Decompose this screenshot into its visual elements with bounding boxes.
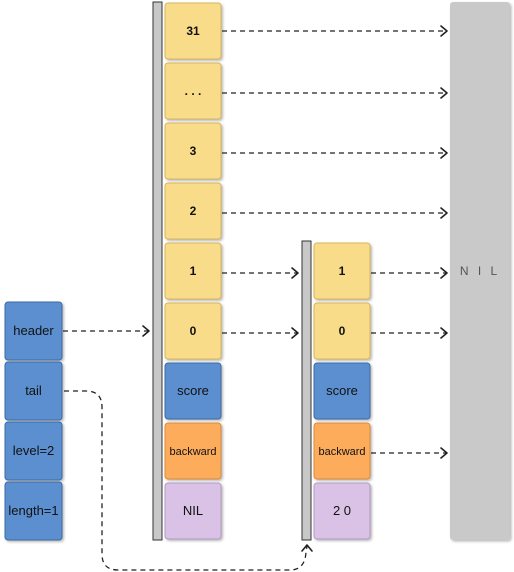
header-level-2-label: 2 <box>190 204 197 218</box>
header-level-0: 0 <box>164 302 222 360</box>
data-node: 1 0 score backward 2 0 <box>301 240 371 541</box>
header-obj: NIL <box>164 482 222 540</box>
header-level-2: 2 <box>164 182 222 240</box>
node-backward: backward <box>313 422 371 480</box>
pointer-arrows <box>63 25 448 571</box>
node-level-1: 1 <box>313 242 371 300</box>
header-level-0-label: 0 <box>190 324 197 338</box>
header-score-label: score <box>177 383 209 398</box>
header-level-31: 31 <box>164 2 222 60</box>
node-l1-to-nil-arrow <box>371 267 448 279</box>
backward-to-nil-arrow <box>371 447 448 459</box>
level-label: level=2 <box>13 443 55 458</box>
node-backward-label: backward <box>318 446 365 458</box>
tail-to-node-arrow <box>64 390 313 571</box>
node-level-0-label: 0 <box>339 324 346 338</box>
skiplist-struct: header tail level=2 length=1 <box>4 301 63 541</box>
level-field: level=2 <box>4 421 63 481</box>
header-field: header <box>4 301 63 361</box>
tail-label: tail <box>25 383 42 398</box>
data-node-bar <box>301 240 312 541</box>
header-label: header <box>13 323 54 338</box>
l0-to-node-arrow <box>222 327 299 339</box>
header-level-1-label: 1 <box>190 264 197 278</box>
l31-to-nil-arrow <box>222 25 448 37</box>
l3-to-nil-arrow <box>222 147 448 159</box>
node-score: score <box>313 362 371 420</box>
node-score-label: score <box>326 383 358 398</box>
header-obj-label: NIL <box>183 503 203 518</box>
header-level-3-label: 3 <box>190 144 197 158</box>
tail-field: tail <box>4 361 63 421</box>
length-field: length=1 <box>4 481 63 541</box>
header-node: 31 . . . 3 2 1 0 score backward <box>152 1 222 541</box>
node-level-1-label: 1 <box>339 264 346 278</box>
header-to-header-node-arrow <box>63 325 150 337</box>
length-label: length=1 <box>8 503 58 518</box>
nil-column: N I L <box>450 2 510 540</box>
header-level-ellipsis: . . . <box>164 62 222 120</box>
header-level-1: 1 <box>164 242 222 300</box>
header-node-bar <box>152 1 163 541</box>
l2-to-nil-arrow <box>222 207 448 219</box>
header-backward-label: backward <box>169 446 216 458</box>
header-level-31-label: 31 <box>186 24 200 38</box>
header-level-ellipsis-label: . . . <box>185 84 202 98</box>
node-l0-to-nil-arrow <box>371 327 448 339</box>
header-level-3: 3 <box>164 122 222 180</box>
l1-to-node-arrow <box>222 267 299 279</box>
node-obj: 2 0 <box>313 482 371 540</box>
node-level-0: 0 <box>313 302 371 360</box>
node-obj-label: 2 0 <box>333 503 351 518</box>
header-backward: backward <box>164 422 222 480</box>
header-score: score <box>164 362 222 420</box>
nil-column-label: N I L <box>460 264 500 278</box>
ellipsis-to-nil-arrow <box>222 87 448 99</box>
